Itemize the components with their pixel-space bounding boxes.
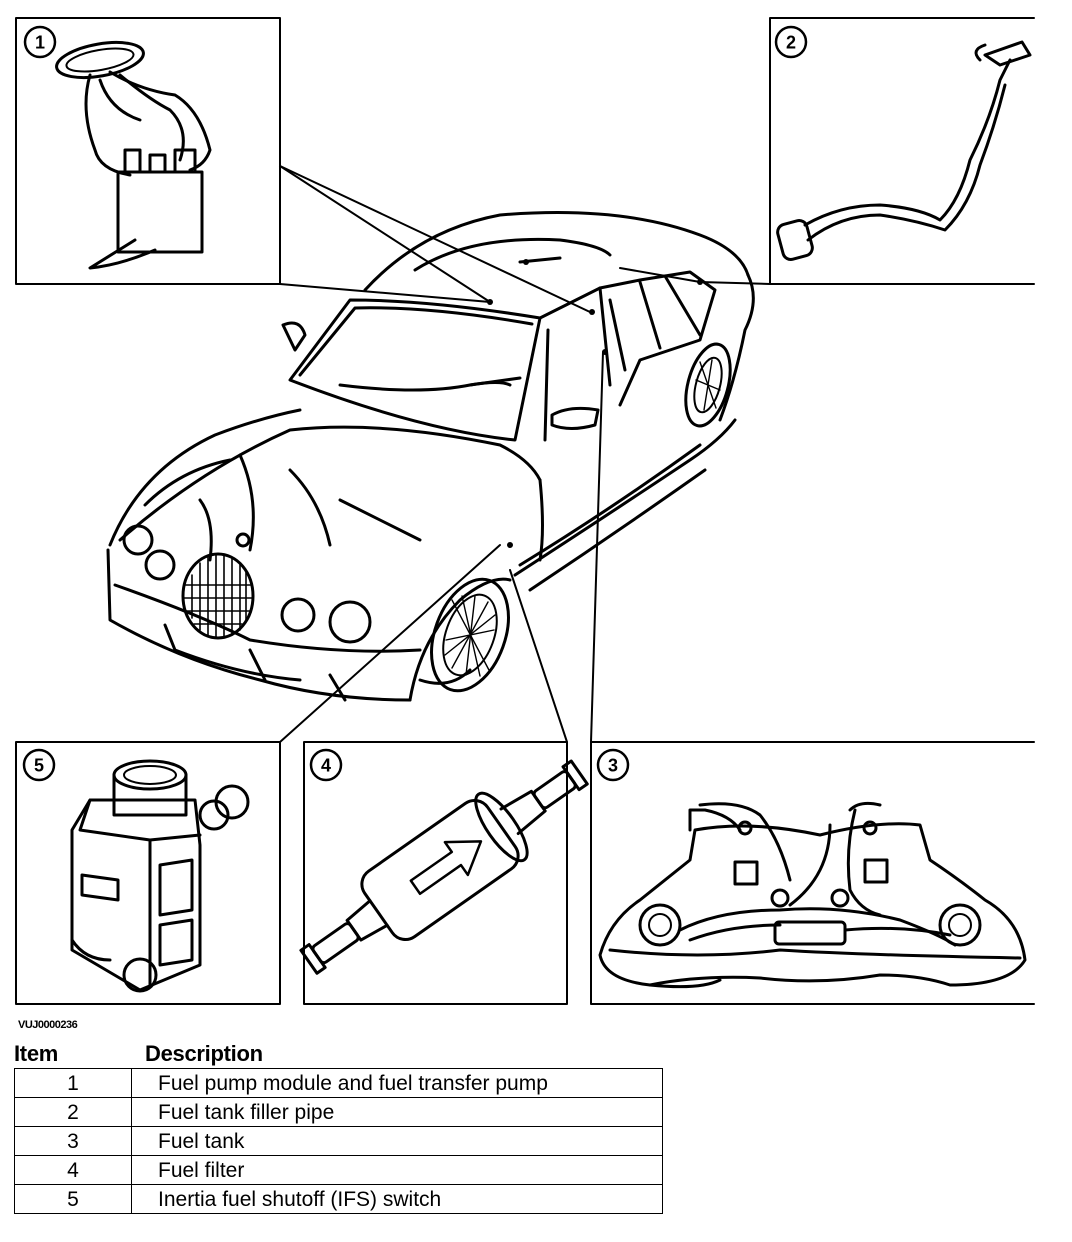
figure-reference-code: VUJ0000236	[18, 1019, 78, 1031]
panel-5	[15, 741, 281, 1005]
fuel-tank-drawing	[598, 801, 1027, 989]
item-description: Inertia fuel shutoff (IFS) switch	[131, 1184, 663, 1214]
svg-text:5: 5	[34, 756, 44, 776]
callout-badge-5: 5	[22, 748, 56, 782]
legend-table: 1 Fuel pump module and fuel transfer pum…	[14, 1068, 663, 1214]
item-description: Fuel pump module and fuel transfer pump	[131, 1068, 663, 1098]
table-row: 4 Fuel filter	[14, 1155, 663, 1185]
svg-text:4: 4	[321, 756, 331, 776]
panel-2	[769, 17, 1035, 285]
fuel-filter-drawing	[299, 759, 589, 975]
inertia-switch-drawing	[70, 759, 250, 993]
item-number: 1	[14, 1068, 132, 1098]
callout-badge-4: 4	[309, 748, 343, 782]
svg-text:3: 3	[608, 756, 618, 776]
legend-header-item: Item	[14, 1041, 59, 1066]
panel-3	[590, 741, 1035, 1005]
svg-text:1: 1	[35, 33, 45, 53]
callout-badge-1: 1	[23, 25, 57, 59]
item-description: Fuel tank	[131, 1126, 663, 1156]
panel-1	[15, 17, 281, 285]
svg-text:2: 2	[786, 33, 796, 53]
callout-badge-2: 2	[774, 25, 808, 59]
item-number: 4	[14, 1155, 132, 1185]
item-number: 3	[14, 1126, 132, 1156]
item-description: Fuel filter	[131, 1155, 663, 1185]
leader-lines	[279, 165, 771, 743]
legend-header-description: Description	[145, 1041, 263, 1066]
car-illustration	[106, 211, 755, 702]
table-row: 1 Fuel pump module and fuel transfer pum…	[14, 1068, 663, 1098]
filler-pipe-drawing	[776, 40, 1032, 261]
item-number: 5	[14, 1184, 132, 1214]
table-row: 5 Inertia fuel shutoff (IFS) switch	[14, 1184, 663, 1214]
table-row: 2 Fuel tank filler pipe	[14, 1097, 663, 1127]
panel-4	[299, 741, 589, 1005]
table-row: 3 Fuel tank	[14, 1126, 663, 1156]
item-description: Fuel tank filler pipe	[131, 1097, 663, 1127]
callout-badge-3: 3	[596, 748, 630, 782]
item-number: 2	[14, 1097, 132, 1127]
fuel-pump-module-drawing	[55, 40, 212, 270]
